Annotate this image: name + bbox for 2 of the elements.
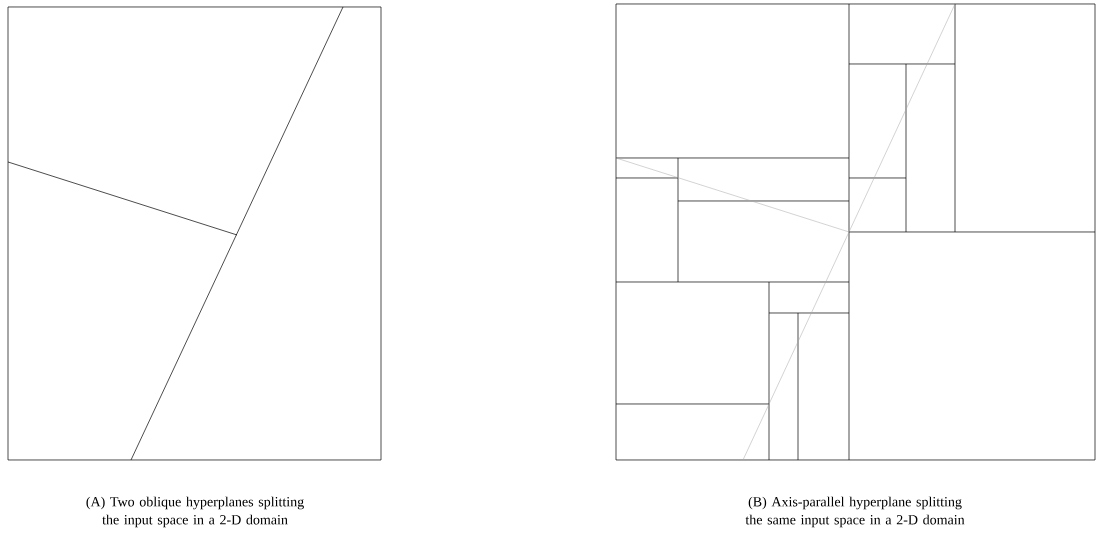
subfigure-caption: (A) Two oblique hyperplanes splitting the input space in a 2-D domain [86, 496, 304, 528]
subfigure-caption: (B) Axis-parallel hyperplane splitting the same input space in a 2-D domain [745, 496, 965, 528]
